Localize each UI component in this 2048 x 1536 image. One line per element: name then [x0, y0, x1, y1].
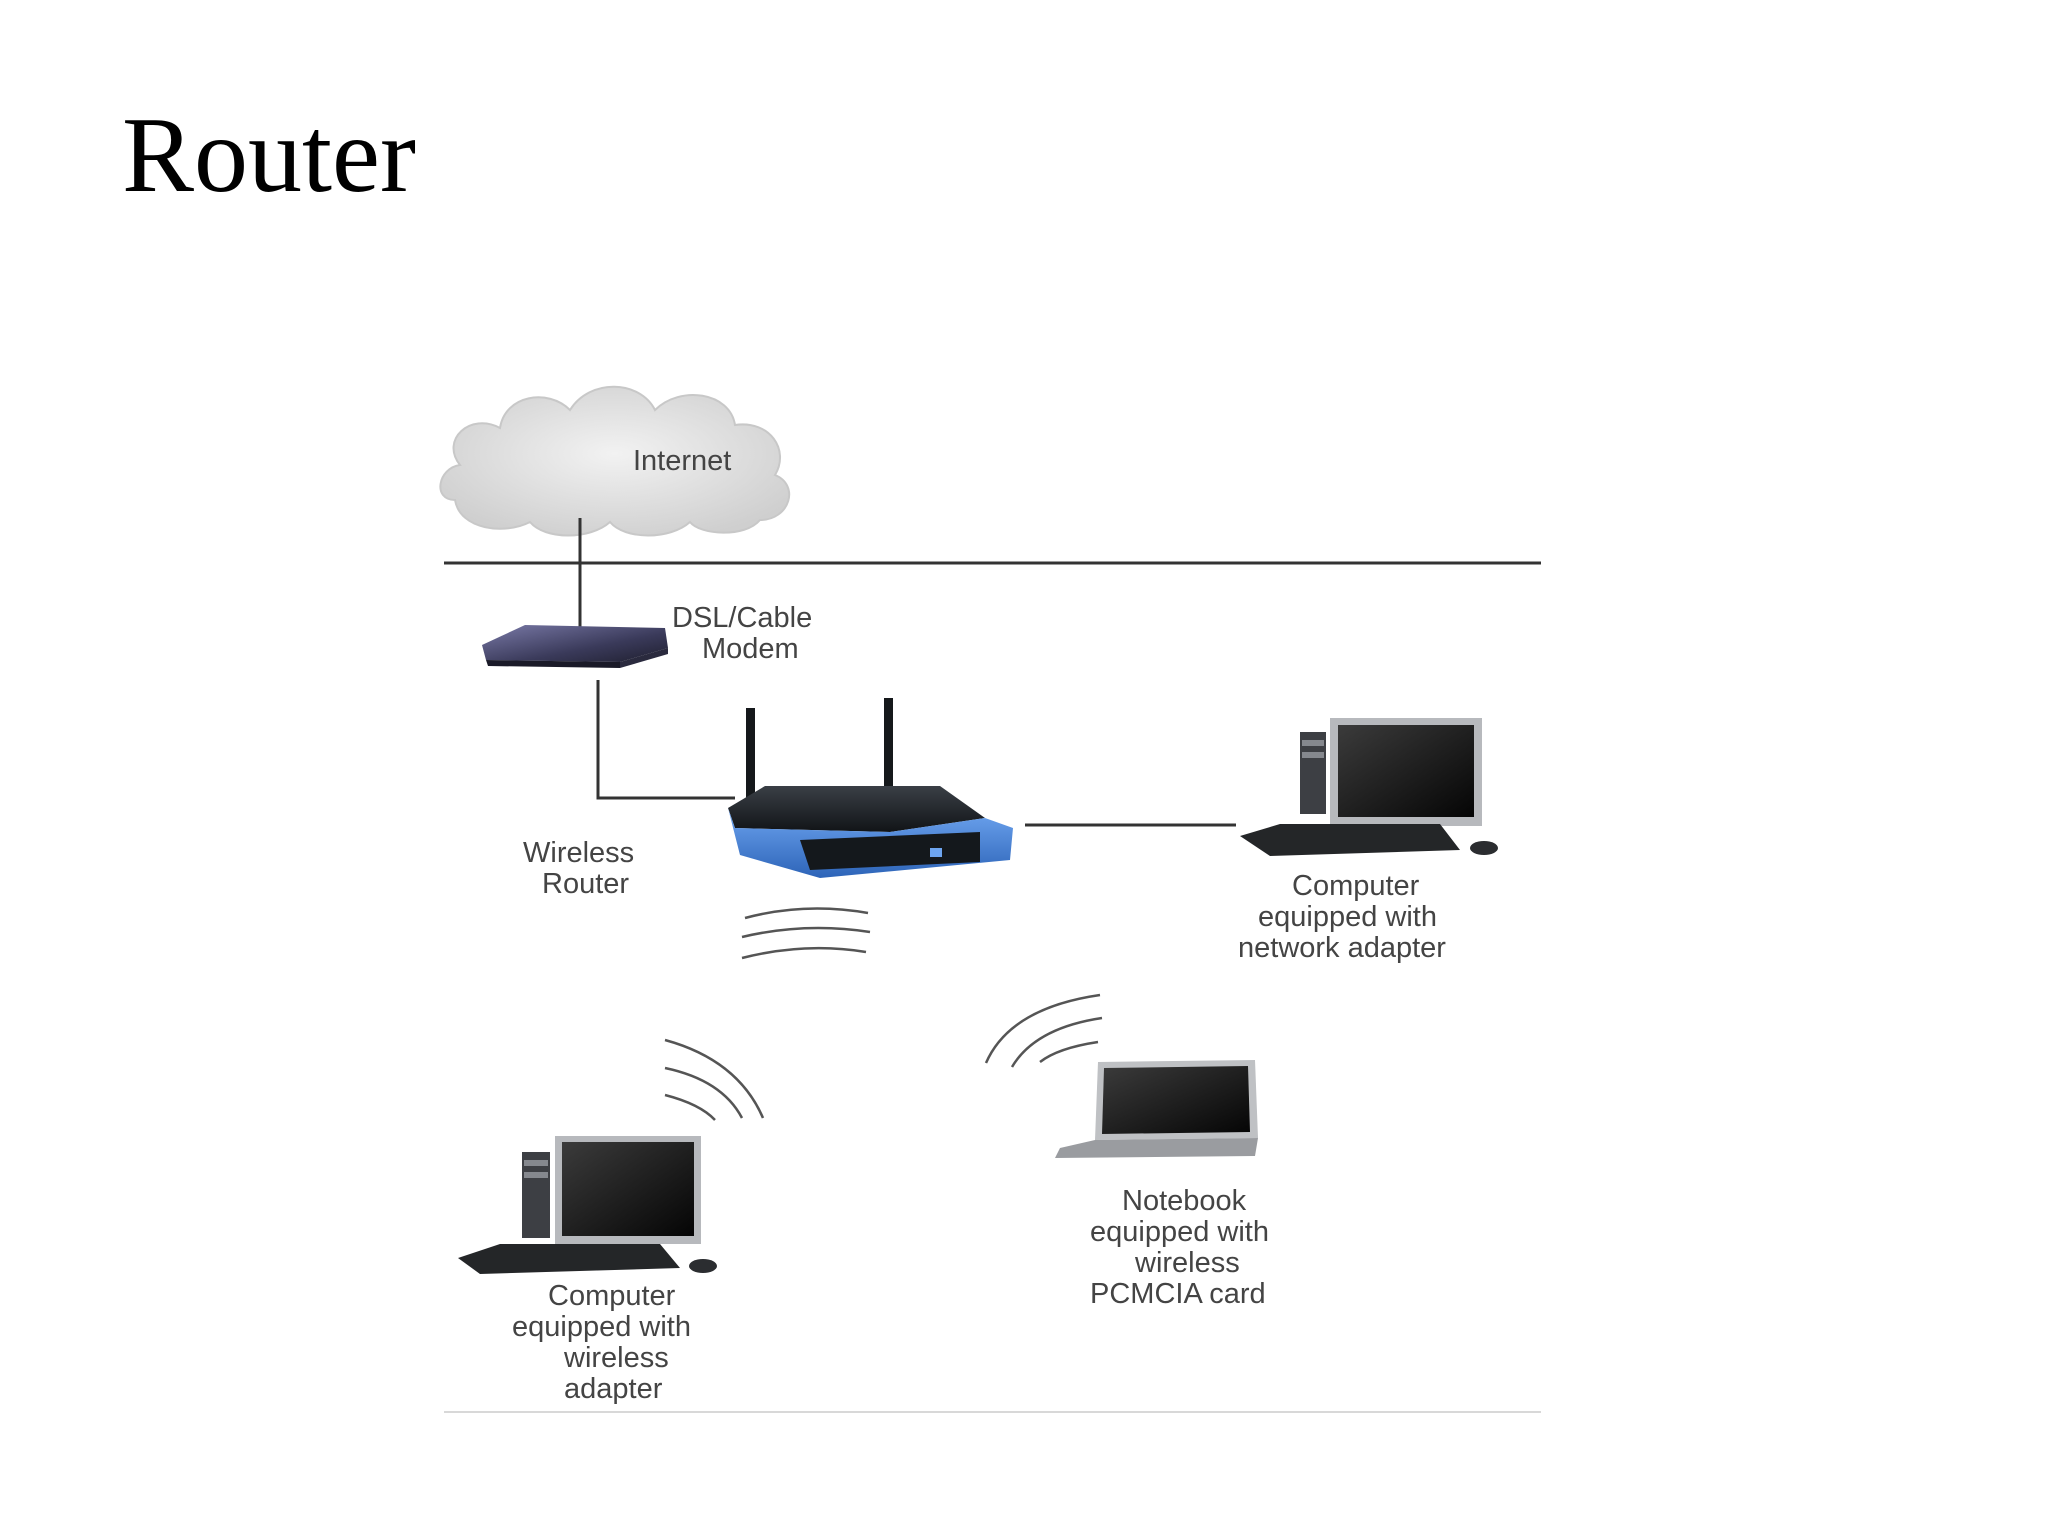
internet-label: Internet	[633, 445, 731, 477]
notebook-label-line3: wireless	[1134, 1247, 1240, 1279]
wired-computer-label-line2: equipped with	[1258, 901, 1437, 933]
wireless-computer-label-line2: equipped with	[512, 1311, 691, 1343]
wireless-computer-label-line4: adapter	[564, 1373, 663, 1405]
router-signal-icon	[741, 907, 871, 960]
notebook-label-line2: equipped with	[1090, 1216, 1269, 1248]
wireless-computer-label-line1: Computer	[548, 1280, 676, 1312]
router-icon	[728, 698, 1013, 878]
wired-computer-label-line1: Computer	[1292, 870, 1420, 902]
notebook-label-line1: Notebook	[1122, 1185, 1247, 1217]
router-label-line2: Router	[542, 868, 629, 900]
wireless-computer-signal-icon	[664, 1038, 765, 1121]
notebook-label-line4: PCMCIA card	[1090, 1278, 1266, 1310]
wireless-computer-icon	[458, 1136, 717, 1274]
notebook-signal-icon	[984, 993, 1103, 1068]
modem-icon	[482, 625, 668, 668]
modem-label-line1: DSL/Cable	[672, 602, 812, 634]
slide-title: Router	[122, 96, 416, 215]
modem-label-line2: Modem	[702, 633, 799, 665]
router-label-line1: Wireless	[523, 837, 634, 869]
modem-to-router-line	[596, 680, 735, 800]
wired-computer-label-line3: network adapter	[1238, 932, 1446, 964]
internet-cloud-icon	[439, 385, 791, 537]
wired-computer-icon	[1240, 718, 1498, 856]
wireless-computer-label-line3: wireless	[563, 1342, 669, 1374]
notebook-icon	[1055, 1060, 1258, 1158]
